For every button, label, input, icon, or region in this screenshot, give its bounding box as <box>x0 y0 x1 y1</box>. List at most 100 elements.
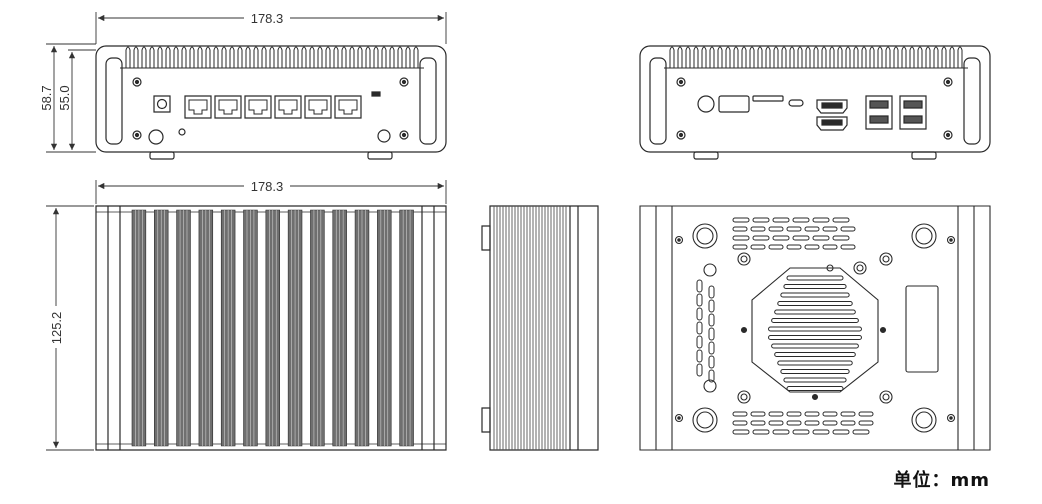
side-slot <box>709 356 714 368</box>
fin <box>366 47 370 68</box>
fin <box>406 47 410 68</box>
ethernet-port <box>305 96 331 118</box>
top-view <box>96 206 446 450</box>
fin <box>710 47 714 68</box>
fin <box>342 47 346 68</box>
fin <box>214 47 218 68</box>
fin <box>718 47 722 68</box>
fin <box>238 47 242 68</box>
fin <box>678 47 682 68</box>
vent-slot <box>769 245 783 249</box>
side-slot <box>709 370 714 382</box>
fin <box>822 47 826 68</box>
fin <box>862 47 866 68</box>
bottom-view <box>640 206 990 450</box>
fin <box>398 47 402 68</box>
fin <box>206 47 210 68</box>
side-fin-lines <box>494 206 566 450</box>
vent-slot <box>787 227 801 231</box>
ethernet-port <box>245 96 271 118</box>
ethernet-jack <box>249 100 267 114</box>
fin <box>270 47 274 68</box>
fin <box>334 47 338 68</box>
fin <box>806 47 810 68</box>
side-slot <box>697 308 702 320</box>
vent-slot <box>773 236 789 240</box>
dim-height-outer: 58.7 <box>39 85 54 110</box>
vent-slot <box>859 421 873 425</box>
grille-slot <box>781 293 849 297</box>
vent-slot <box>769 421 783 425</box>
fin <box>302 47 306 68</box>
fin <box>286 47 290 68</box>
fin <box>294 47 298 68</box>
grille-slot <box>772 319 859 323</box>
vent-slot <box>773 430 789 434</box>
vent-slot <box>751 227 765 231</box>
fin <box>758 47 762 68</box>
vent-slot <box>793 430 809 434</box>
fin <box>182 47 186 68</box>
grille-slot <box>778 361 852 365</box>
fin <box>246 47 250 68</box>
vent-slot <box>733 412 747 416</box>
fin <box>942 47 946 68</box>
fin <box>894 47 898 68</box>
fin <box>686 47 690 68</box>
vent-slot <box>793 236 809 240</box>
fin <box>838 47 842 68</box>
fin <box>350 47 354 68</box>
ethernet-port <box>215 96 241 118</box>
fin <box>174 47 178 68</box>
dim-width-mid: 178.3 <box>251 179 284 194</box>
vent-slot <box>823 412 837 416</box>
fin <box>934 47 938 68</box>
vent-slot <box>733 430 749 434</box>
unit-label: 单位：mm <box>893 470 990 491</box>
fin <box>902 47 906 68</box>
vent-slot <box>841 412 855 416</box>
fin <box>278 47 282 68</box>
vent-slot <box>805 245 819 249</box>
side-view <box>482 206 598 450</box>
rear-view <box>640 46 990 159</box>
fin <box>766 47 770 68</box>
vent-slot <box>751 245 765 249</box>
fin <box>798 47 802 68</box>
vent-slot <box>753 218 769 222</box>
vent-slot <box>853 430 869 434</box>
fin <box>222 47 226 68</box>
grille-slot <box>784 285 846 289</box>
ethernet-port <box>335 96 361 118</box>
grille-slot <box>775 353 856 357</box>
vent-slot <box>805 227 819 231</box>
fin <box>878 47 882 68</box>
side-slot <box>709 314 714 326</box>
fin <box>190 47 194 68</box>
fin <box>374 47 378 68</box>
bottom-side-slots <box>697 280 714 382</box>
fin <box>326 47 330 68</box>
fin <box>310 47 314 68</box>
ethernet-jack <box>339 100 357 114</box>
vent-slot <box>805 412 819 416</box>
fin <box>694 47 698 68</box>
fin <box>782 47 786 68</box>
vent-slot <box>751 421 765 425</box>
fin <box>670 47 674 68</box>
grille-slot <box>775 310 856 314</box>
fin <box>870 47 874 68</box>
vent-slot <box>823 421 837 425</box>
grille-slot <box>787 387 843 391</box>
dim-height-inner: 55.0 <box>57 85 72 110</box>
grille-slot <box>784 378 846 382</box>
vent-slot <box>841 245 855 249</box>
side-slot <box>697 350 702 362</box>
grille-slot <box>781 370 849 374</box>
vent-slot <box>813 218 829 222</box>
fin <box>958 47 962 68</box>
vent-slot <box>841 421 855 425</box>
vent-slot <box>813 236 829 240</box>
fin <box>358 47 362 68</box>
ethernet-port <box>185 96 211 118</box>
